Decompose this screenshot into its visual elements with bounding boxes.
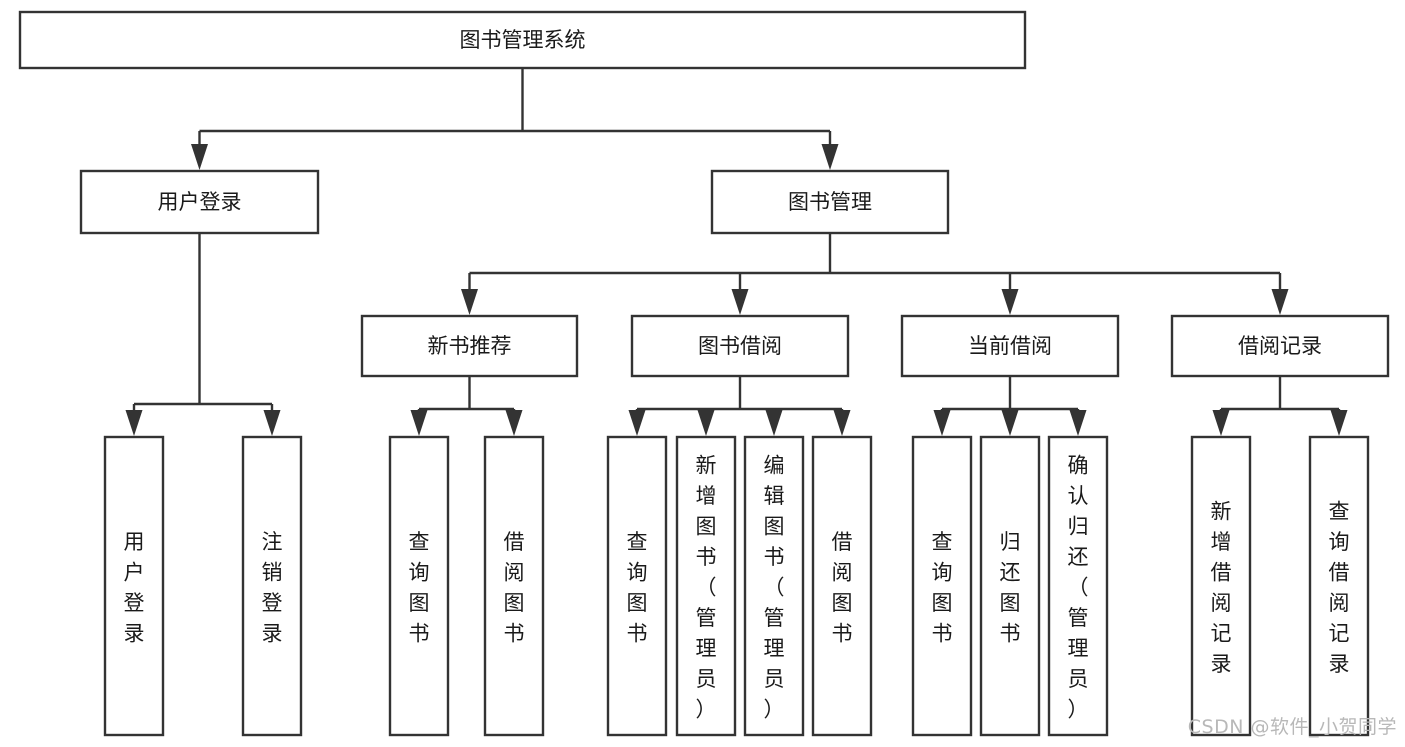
arrow-head-leaf_0 [125, 410, 143, 436]
node-box-root[interactable] [18, 10, 1027, 70]
node-box-l2_1[interactable] [710, 169, 950, 235]
edge-group-l3_1 [628, 376, 851, 436]
node-leaf_0[interactable]: 用户登录 [103, 435, 165, 737]
node-label-leaf_11: 新增借阅记录 [1211, 499, 1232, 676]
edge-group-l3_0 [410, 376, 523, 436]
node-leaf_7[interactable]: 借阅图书 [811, 435, 873, 737]
node-box-leaf_1[interactable] [241, 435, 303, 737]
node-label-leaf_3: 借阅图书 [504, 530, 525, 646]
node-leaf_4[interactable]: 查询图书 [606, 435, 668, 737]
node-box-leaf_5[interactable] [675, 435, 737, 737]
edges-layer [125, 68, 1348, 436]
node-label-l3_0: 新书推荐 [428, 334, 512, 358]
node-box-leaf_3[interactable] [483, 435, 545, 737]
node-label-leaf_1: 注销登录 [262, 530, 283, 646]
node-leaf_12[interactable]: 查询借阅记录 [1308, 435, 1370, 737]
edge-group-root [191, 68, 839, 170]
node-leaf_8[interactable]: 查询图书 [911, 435, 973, 737]
node-label-leaf_9: 归还图书 [1000, 530, 1021, 646]
arrow-head-leaf_8 [933, 410, 951, 436]
arrow-head-leaf_4 [628, 410, 646, 436]
node-box-leaf_12[interactable] [1308, 435, 1370, 737]
node-l3_3[interactable]: 借阅记录 [1170, 314, 1390, 378]
node-label-l3_1: 图书借阅 [698, 334, 782, 358]
edge-group-l2_0 [125, 233, 281, 436]
arrow-head-leaf_6 [765, 410, 783, 436]
nodes-layer: 图书管理系统用户登录图书管理新书推荐图书借阅当前借阅借阅记录用户登录注销登录查询… [18, 10, 1390, 737]
arrow-head-leaf_11 [1212, 410, 1230, 436]
node-label-l3_2: 当前借阅 [968, 334, 1052, 358]
node-leaf_10[interactable]: 确认归还（管理员） [1047, 435, 1109, 737]
node-label-leaf_6: 编辑图书（管理员） [764, 454, 785, 722]
node-label-leaf_5: 新增图书（管理员） [696, 454, 717, 722]
node-box-leaf_7[interactable] [811, 435, 873, 737]
edge-group-l3_3 [1212, 376, 1348, 436]
node-l3_1[interactable]: 图书借阅 [630, 314, 850, 378]
node-l2_1[interactable]: 图书管理 [710, 169, 950, 235]
node-label-l2_1: 图书管理 [788, 190, 872, 214]
node-box-l3_3[interactable] [1170, 314, 1390, 378]
node-box-leaf_10[interactable] [1047, 435, 1109, 737]
arrow-head-leaf_1 [263, 410, 281, 436]
arrow-head-leaf_10 [1069, 410, 1087, 436]
arrow-head-leaf_9 [1001, 410, 1019, 436]
node-leaf_5[interactable]: 新增图书（管理员） [675, 435, 737, 737]
arrow-head-leaf_2 [410, 410, 428, 436]
node-box-leaf_0[interactable] [103, 435, 165, 737]
node-box-leaf_2[interactable] [388, 435, 450, 737]
node-l3_0[interactable]: 新书推荐 [360, 314, 579, 378]
node-leaf_2[interactable]: 查询图书 [388, 435, 450, 737]
arrow-head-l2_1 [821, 144, 839, 170]
edge-group-l3_2 [933, 376, 1087, 436]
node-box-leaf_6[interactable] [743, 435, 805, 737]
arrow-head-l3_1 [731, 289, 749, 315]
node-l2_0[interactable]: 用户登录 [79, 169, 320, 235]
node-root[interactable]: 图书管理系统 [18, 10, 1027, 70]
node-box-l3_1[interactable] [630, 314, 850, 378]
node-label-leaf_0: 用户登录 [124, 530, 145, 646]
node-box-l2_0[interactable] [79, 169, 320, 235]
arrow-head-l3_0 [461, 289, 478, 315]
node-box-leaf_9[interactable] [979, 435, 1041, 737]
node-label-leaf_8: 查询图书 [932, 530, 953, 646]
node-label-leaf_4: 查询图书 [627, 530, 648, 646]
node-leaf_3[interactable]: 借阅图书 [483, 435, 545, 737]
node-box-l3_0[interactable] [360, 314, 579, 378]
node-leaf_6[interactable]: 编辑图书（管理员） [743, 435, 805, 737]
arrow-head-l3_3 [1271, 289, 1289, 315]
node-l3_2[interactable]: 当前借阅 [900, 314, 1120, 378]
node-label-leaf_2: 查询图书 [409, 530, 430, 646]
arrow-head-l3_2 [1001, 289, 1019, 315]
node-leaf_9[interactable]: 归还图书 [979, 435, 1041, 737]
node-label-l3_3: 借阅记录 [1238, 334, 1322, 358]
node-label-l2_0: 用户登录 [158, 190, 242, 214]
node-box-leaf_8[interactable] [911, 435, 973, 737]
edge-group-l2_1 [461, 233, 1289, 315]
node-leaf_11[interactable]: 新增借阅记录 [1190, 435, 1252, 737]
arrow-head-leaf_12 [1330, 410, 1348, 436]
node-label-leaf_12: 查询借阅记录 [1329, 499, 1350, 676]
arrow-head-leaf_7 [833, 410, 851, 436]
node-box-l3_2[interactable] [900, 314, 1120, 378]
arrow-head-leaf_5 [697, 410, 715, 436]
node-label-leaf_7: 借阅图书 [832, 530, 853, 646]
arrow-head-l2_0 [191, 144, 208, 170]
node-box-leaf_4[interactable] [606, 435, 668, 737]
node-label-root: 图书管理系统 [460, 28, 586, 52]
arrow-head-leaf_3 [505, 410, 523, 436]
node-label-leaf_10: 确认归还（管理员） [1068, 454, 1089, 722]
node-box-leaf_11[interactable] [1190, 435, 1252, 737]
node-leaf_1[interactable]: 注销登录 [241, 435, 303, 737]
